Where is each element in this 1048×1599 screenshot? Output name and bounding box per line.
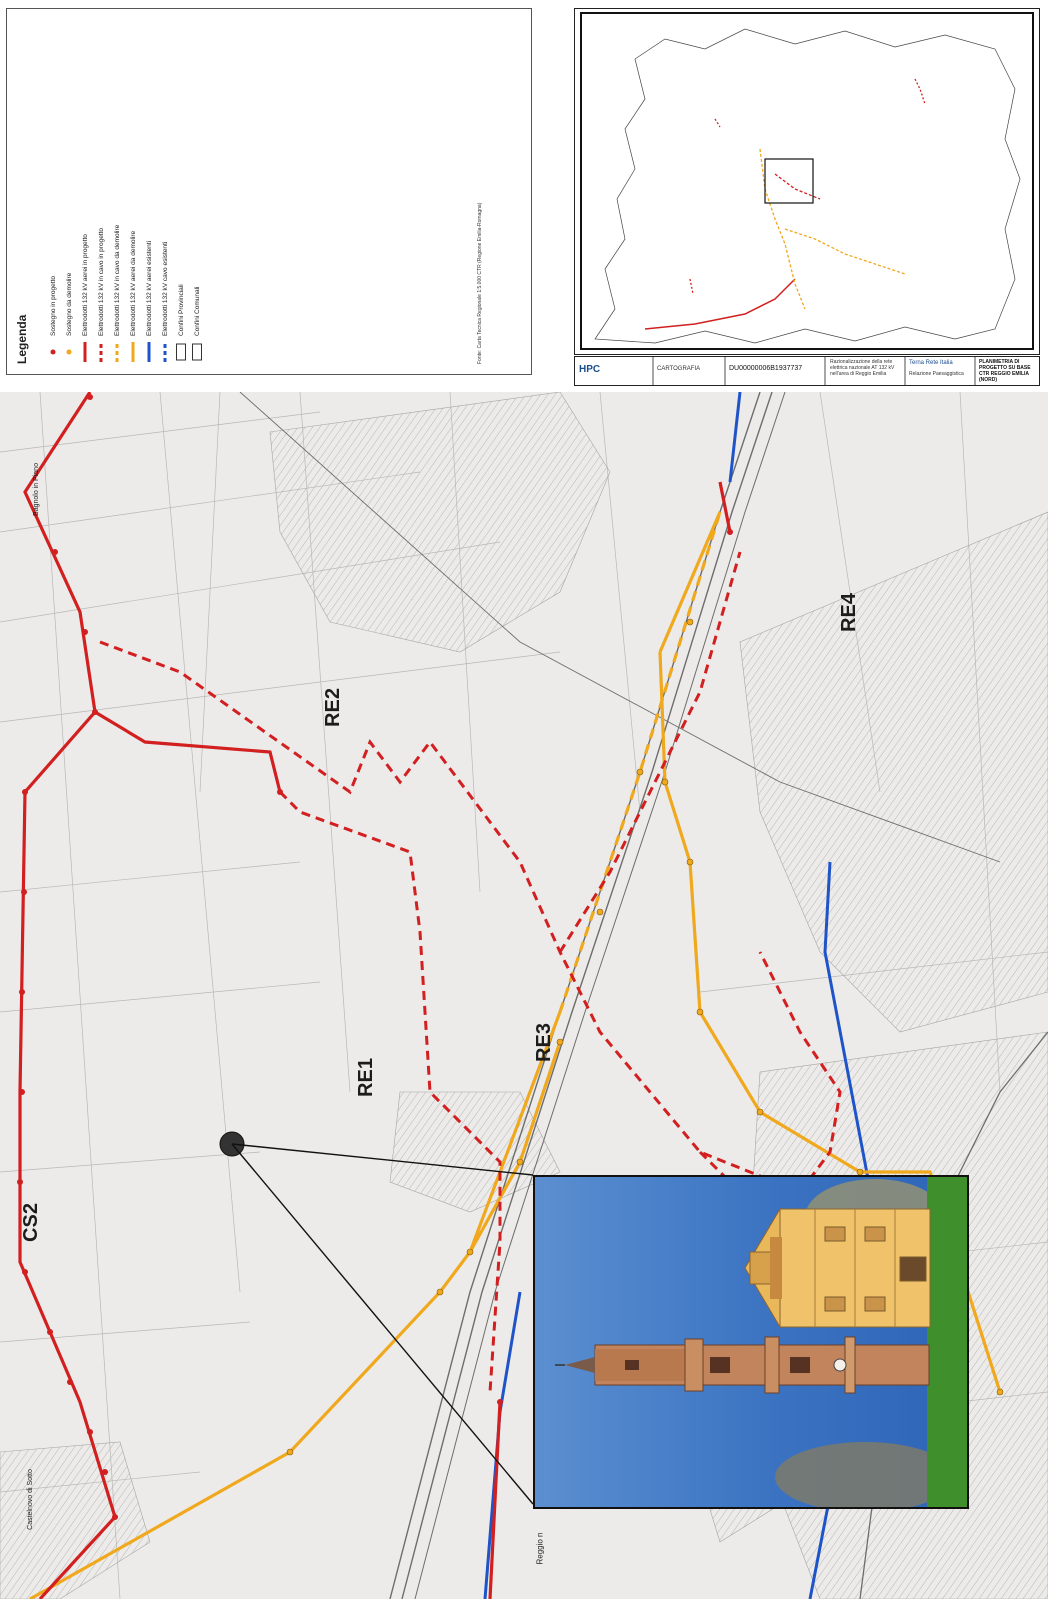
legend-item: Confini Comunali — [191, 287, 203, 363]
urban-area-castelnovo — [0, 1441, 151, 1599]
legend-item: Sostegno da demolire — [63, 273, 75, 362]
report-type: Relazione Paesaggistica — [909, 371, 964, 377]
project-towers — [17, 394, 733, 1520]
towers-to-demolish — [286, 618, 1004, 1456]
label-re4: RE4 — [837, 593, 860, 632]
urban-area-re4 — [739, 511, 1048, 1033]
legend-item: Elettrodotti 132 kV aerei in progetto — [81, 234, 89, 362]
urban-area-re2 — [269, 392, 611, 653]
drawing-title: PLANIMETRIA DI PROGETTO SU BASE CTR REGG… — [979, 359, 1031, 383]
label-re1: RE1 — [354, 1058, 377, 1097]
project-subject: Razionalizzazione della rete elettrica n… — [830, 359, 895, 377]
label-cs2: CS2 — [19, 1203, 42, 1242]
label-bagnolo: Bagnolo in Piano — [32, 463, 40, 516]
terna-logo: Terna Rete Italia — [909, 360, 953, 366]
legend-title: Legenda — [15, 314, 29, 364]
label-castelnovo: Castelnovo di Sotto — [26, 1469, 34, 1530]
legend-item: Elettrodotti 132 kV cavo esistenti — [161, 241, 169, 362]
legend-item: Sostegno in progetto — [47, 276, 59, 362]
legend-item: Elettrodotti 132 kV in cavo da demolire — [113, 224, 121, 362]
inset-map-drawing — [580, 12, 1034, 350]
cartografia-label: CARTOGRAFIA — [657, 366, 701, 372]
title-block: HPC CARTOGRAFIA DU00000006B1937737 Razio… — [574, 356, 1040, 386]
company-logo: HPC — [579, 364, 601, 375]
inset-key-map — [574, 8, 1040, 355]
label-re3: RE3 — [532, 1023, 555, 1062]
label-reggio: Reggio n — [535, 1532, 545, 1565]
document-code: DU00000006B1937737 — [729, 365, 803, 372]
legend-panel: Legenda Sostegno in progetto Sostegno da… — [6, 8, 532, 375]
legend-item: Elettrodotti 132 kV aerei esistenti — [145, 240, 153, 362]
label-re2: RE2 — [321, 688, 344, 727]
legend-source-note: Fonte: Carta Tecnica Regionale 1:5.000 C… — [477, 202, 483, 364]
church-photo — [533, 1175, 969, 1509]
legend-item: Elettrodotti 132 kV in cavo in progetto — [97, 227, 105, 362]
legend-item: Elettrodotti 132 kV aerei da demolire — [129, 230, 137, 362]
legend-item: Confini Provinciali — [175, 284, 187, 362]
inset-extent-frame — [764, 158, 814, 204]
